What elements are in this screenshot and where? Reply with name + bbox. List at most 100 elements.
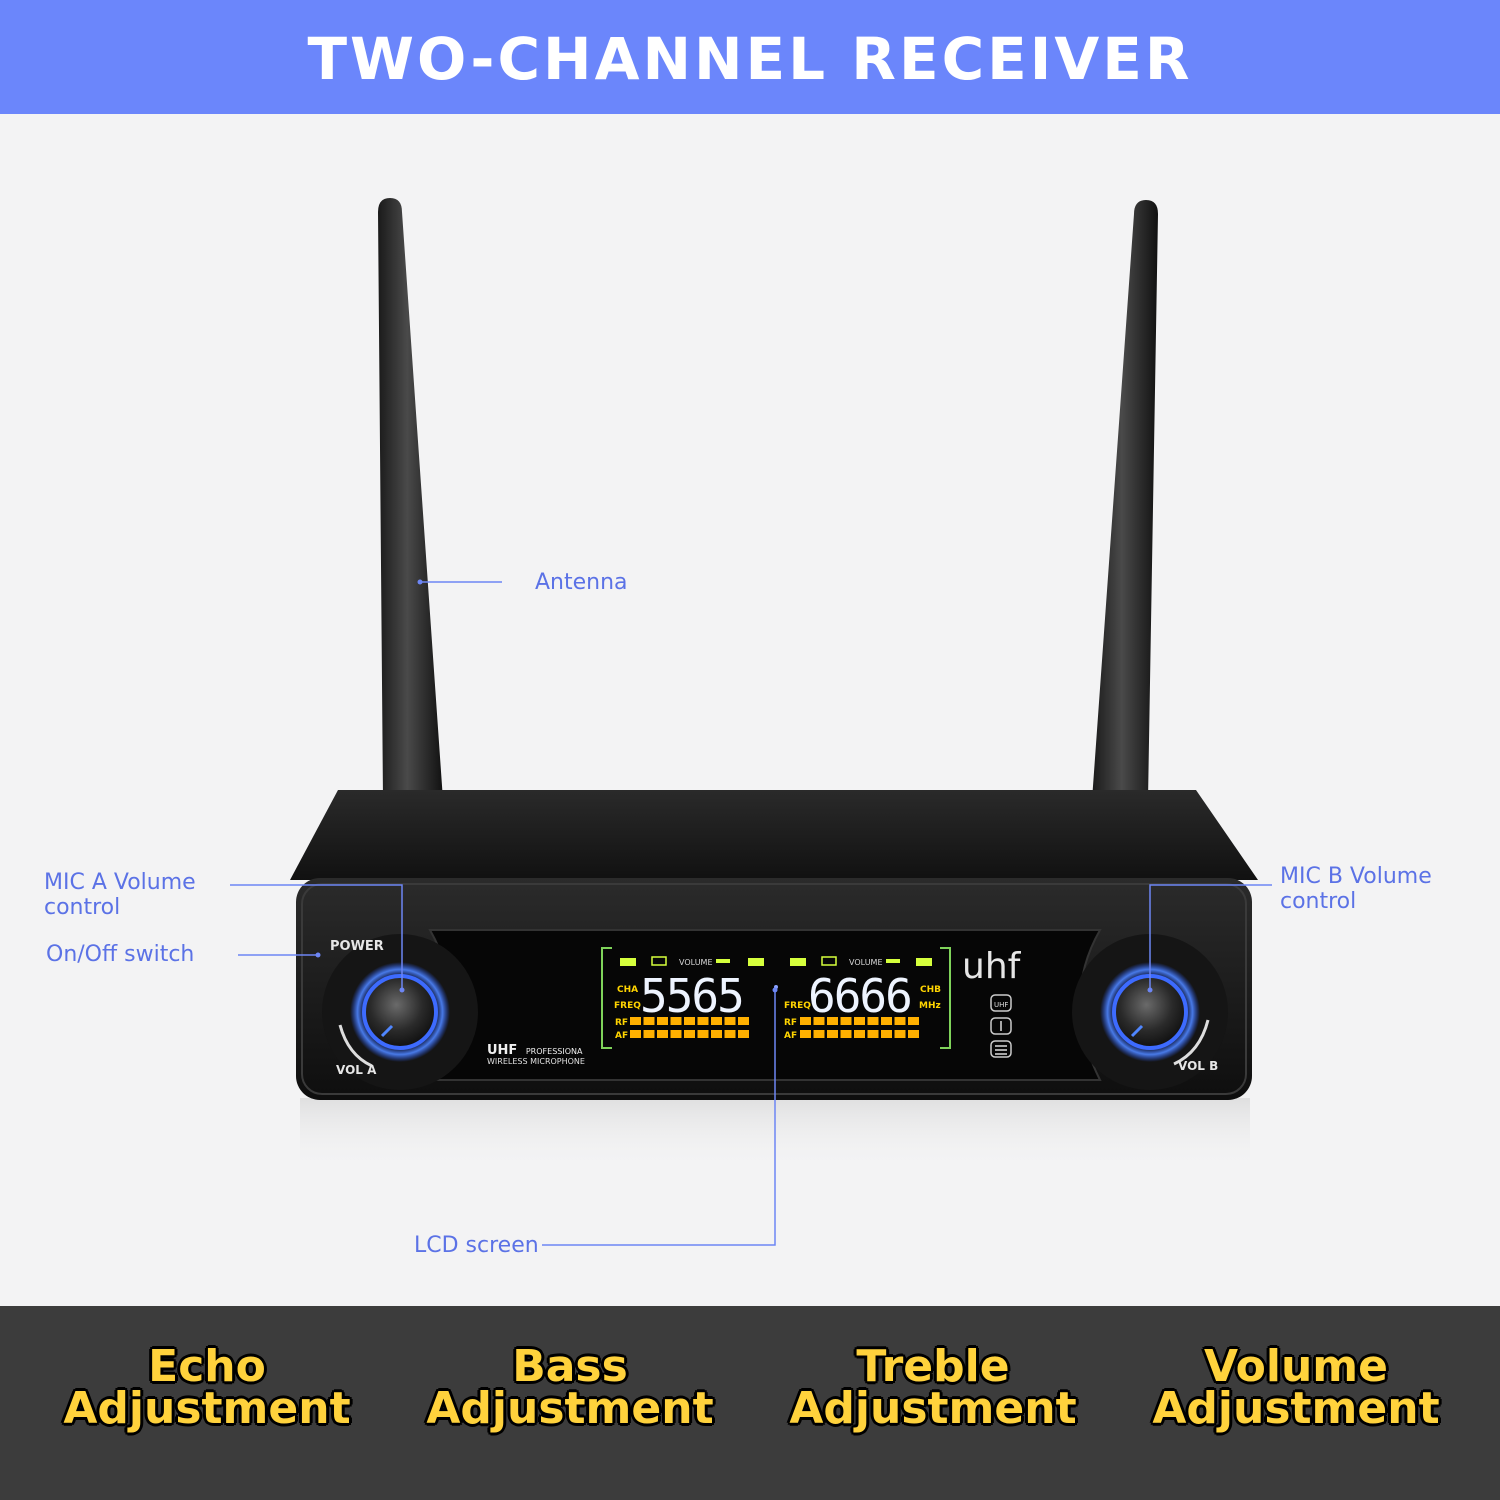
lcd-level-bar	[867, 1017, 879, 1025]
feature-echo: Echo Adjustment	[27, 1341, 387, 1434]
lcd-digits-left: 5565	[640, 969, 743, 1023]
callout-on-off-switch: On/Off switch	[46, 942, 195, 967]
receiver-body	[290, 790, 1258, 1100]
badge-professional: PROFESSIONA	[526, 1047, 583, 1056]
callout-mic-a-volume: MIC A Volume control	[44, 870, 196, 920]
callout-mic-b-line1: MIC B Volume	[1280, 864, 1432, 889]
lcd-volume-label-left: VOLUME	[679, 958, 713, 967]
lcd-level-bar	[813, 1030, 825, 1038]
lcd-level-bar	[697, 1017, 709, 1025]
lcd-level-bar	[643, 1017, 655, 1025]
lcd-level-bar	[827, 1017, 838, 1025]
lcd-level-bar	[684, 1017, 695, 1025]
lcd-mhz: MHz	[919, 1001, 941, 1011]
lcd-level-bar	[697, 1030, 709, 1038]
lcd-level-bar	[840, 1017, 852, 1025]
feature-treble-line2: Adjustment	[789, 1383, 1077, 1434]
lcd-digits-right: 6666	[808, 969, 911, 1023]
lcd-level-bar	[840, 1030, 852, 1038]
lcd-level-bar	[800, 1017, 811, 1025]
lcd-level-bar	[670, 1030, 682, 1038]
callout-mic-a-line2: control	[44, 895, 121, 920]
lcd-af-right: AF	[784, 1031, 797, 1041]
signal-icon	[620, 958, 636, 966]
lcd-level-bar	[908, 1017, 919, 1025]
feature-bass-line2: Adjustment	[426, 1383, 714, 1434]
vol-b-label: VOL B	[1178, 1059, 1218, 1073]
feature-treble: Treble Adjustment	[753, 1341, 1113, 1434]
lcd-rf-right: RF	[784, 1018, 797, 1028]
svg-text:UHF PROFESSIONA: UHF PROFESSIONA	[487, 1043, 583, 1058]
lcd-level-bar	[630, 1030, 641, 1038]
badge-wireless-microphone: WIRELESS MICROPHONE	[487, 1057, 585, 1066]
callout-dots	[315, 579, 1153, 993]
lcd-level-bar	[813, 1017, 825, 1025]
antenna-left	[378, 198, 443, 800]
vol-a-knob[interactable]	[322, 934, 478, 1090]
uhf-side-icon: UHF	[990, 994, 1012, 1012]
lcd-level-bar	[711, 1030, 722, 1038]
lcd-level-bars	[630, 1017, 919, 1038]
feature-bass-line1: Bass	[512, 1341, 628, 1392]
lcd-level-bar	[908, 1030, 919, 1038]
feature-echo-line2: Adjustment	[63, 1383, 351, 1434]
callout-mic-a-line1: MIC A Volume	[44, 870, 196, 895]
lcd-level-bar	[867, 1030, 879, 1038]
callout-lines	[230, 581, 1272, 1246]
signal-icon-2	[748, 958, 764, 966]
vol-b-knob[interactable]	[1072, 934, 1228, 1090]
feature-bass: Bass Adjustment	[390, 1341, 750, 1434]
lcd-freq-right: FREQ	[784, 1001, 811, 1011]
page-title: TWO-CHANNEL RECEIVER	[307, 25, 1193, 93]
lcd-level-bar	[800, 1030, 811, 1038]
feature-volume-line2: Adjustment	[1152, 1383, 1440, 1434]
key-icon	[716, 959, 730, 963]
feature-treble-line1: Treble	[856, 1341, 1010, 1392]
badge-uhf: UHF	[487, 1043, 517, 1058]
feature-echo-line1: Echo	[148, 1341, 266, 1392]
svg-text:UHF: UHF	[994, 1001, 1008, 1009]
lcd-chb: CHB	[920, 985, 941, 995]
wireless-icon	[990, 1017, 1012, 1035]
lcd-level-bar	[738, 1017, 749, 1025]
lcd-volume-label-right: VOLUME	[849, 958, 883, 967]
lcd-level-bar	[894, 1030, 906, 1038]
lcd-level-bar	[711, 1017, 722, 1025]
vol-a-label: VOL A	[336, 1063, 377, 1077]
mic-b-leader	[1149, 884, 1272, 990]
callout-lcd-screen: LCD screen	[414, 1233, 539, 1258]
lcd-af-left: AF	[615, 1031, 628, 1041]
lcd-level-bar	[670, 1017, 682, 1025]
lcd-screen: VOLUME VOLUME CHA FREQ CHB FREQ MHz 5565…	[601, 947, 951, 1049]
lcd-cha: CHA	[617, 985, 638, 995]
callout-mic-b-volume: MIC B Volume control	[1280, 864, 1432, 914]
equalizer-icon	[990, 1040, 1012, 1058]
lcd-leader	[542, 990, 776, 1246]
lcd-level-bar	[657, 1030, 668, 1038]
feature-footer	[0, 1306, 1500, 1500]
feature-volume-line1: Volume	[1204, 1341, 1388, 1392]
key-icon-2	[886, 959, 900, 963]
antenna-right	[1092, 200, 1158, 800]
lcd-level-bar	[881, 1017, 892, 1025]
signal-icon-3	[790, 958, 806, 966]
lcd-level-bar	[724, 1030, 736, 1038]
lcd-level-bar	[881, 1030, 892, 1038]
lcd-level-bar	[684, 1030, 695, 1038]
lcd-level-bar	[724, 1017, 736, 1025]
header-banner	[0, 0, 1500, 114]
lcd-level-bar	[657, 1017, 668, 1025]
lcd-level-bar	[738, 1030, 749, 1038]
signal-icon-4	[916, 958, 932, 966]
lcd-level-bar	[854, 1017, 865, 1025]
lcd-level-bar	[854, 1030, 865, 1038]
callout-antenna: Antenna	[535, 570, 628, 595]
power-label: POWER	[330, 939, 384, 954]
callout-mic-b-line2: control	[1280, 889, 1357, 914]
lcd-rf-left: RF	[615, 1018, 628, 1028]
uhf-brand: uhf	[962, 946, 1022, 987]
mic-a-leader	[230, 884, 403, 990]
lcd-level-bar	[827, 1030, 838, 1038]
lcd-level-bar	[643, 1030, 655, 1038]
